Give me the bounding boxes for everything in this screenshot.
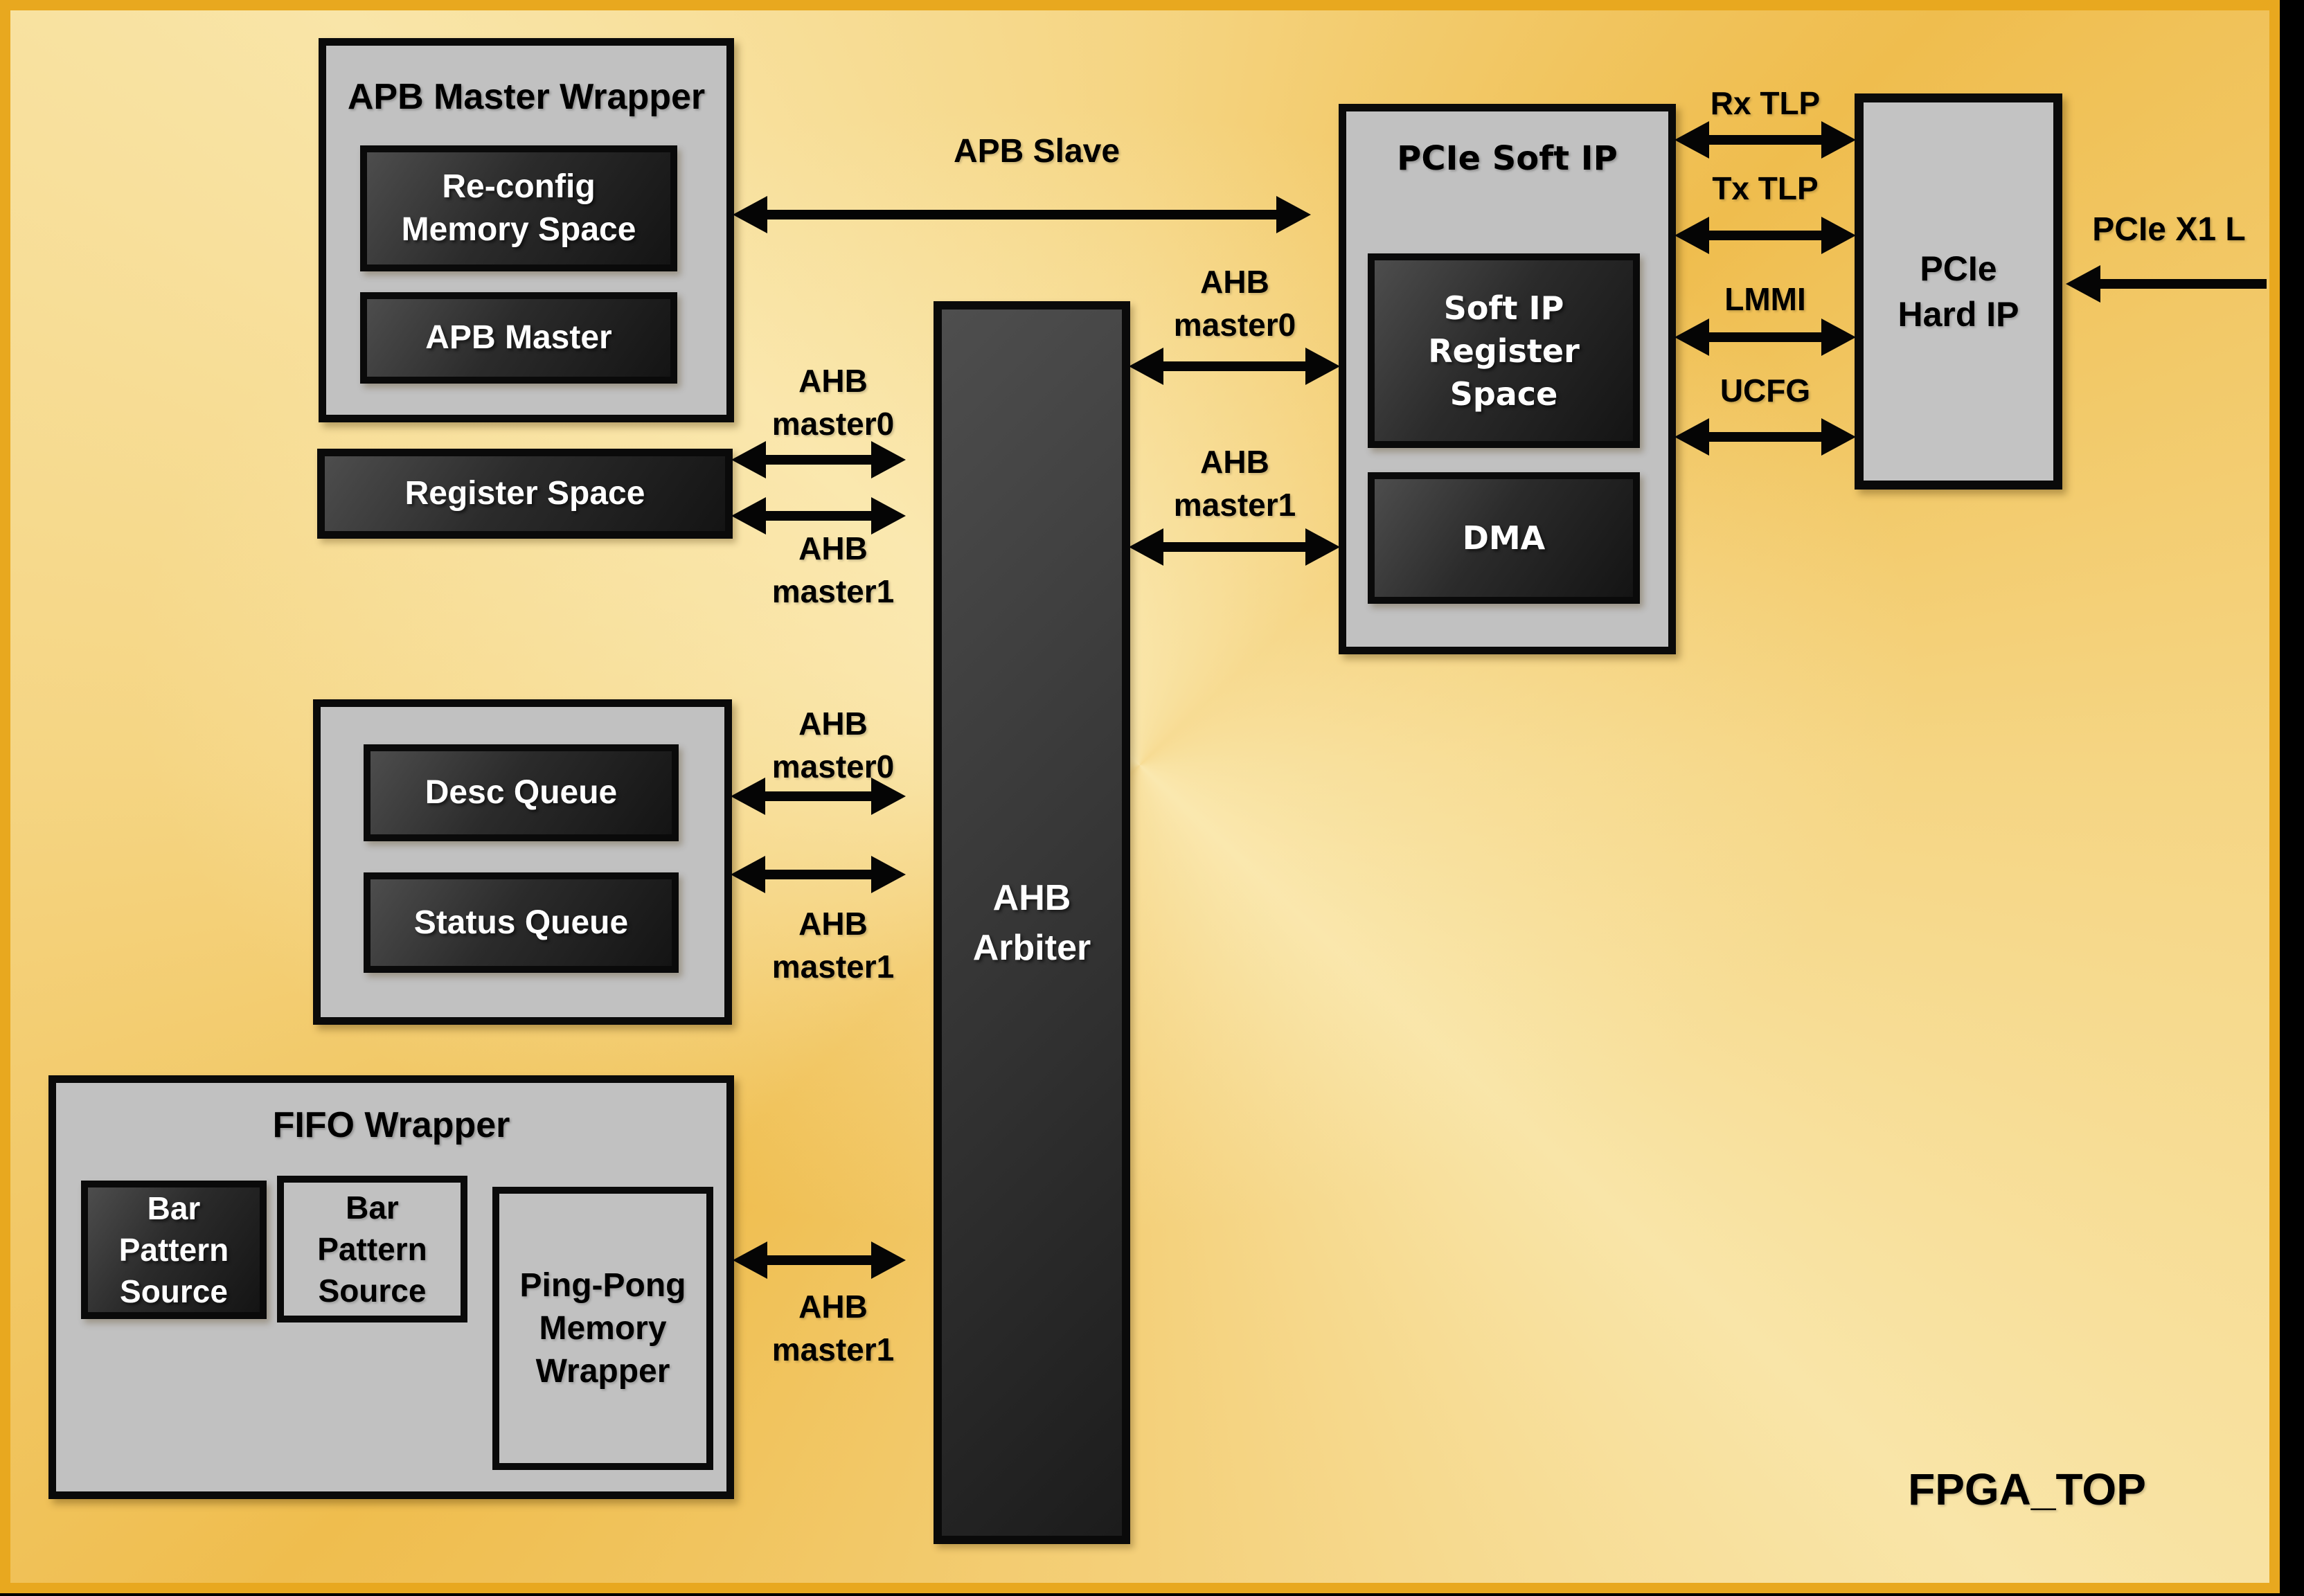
arrowhead-left-icon bbox=[1675, 418, 1709, 456]
fifo-wrapper-title: FIFO Wrapper bbox=[272, 1105, 510, 1145]
arrowhead-left-icon bbox=[731, 856, 765, 893]
arrow-ucfg bbox=[1675, 418, 1856, 456]
label-apb-slave: APB Slave bbox=[953, 133, 1120, 170]
arrow-pcie-x1-link bbox=[2066, 265, 2267, 303]
diagram-title: FPGA_TOP bbox=[1908, 1464, 2146, 1514]
arrowhead-right-icon bbox=[871, 856, 906, 893]
bar-pattern-source-1-box: Bar Pattern Source bbox=[81, 1181, 267, 1319]
arrow-lmmi bbox=[1675, 319, 1856, 356]
arrowhead-right-icon bbox=[871, 1241, 906, 1279]
arrow-register-master0 bbox=[731, 441, 906, 478]
arrowhead-right-icon bbox=[871, 778, 906, 815]
arrowhead-right-icon bbox=[871, 441, 906, 478]
arrow-desc-queue-master0 bbox=[731, 778, 906, 815]
register-space-box: Register Space bbox=[317, 449, 733, 539]
label-tx-tlp: Tx TLP bbox=[1712, 170, 1819, 206]
label-register-ahb-master1: AHB master1 bbox=[771, 530, 895, 609]
arrowhead-left-icon bbox=[1129, 528, 1163, 566]
pcie-soft-ip-title: PCIe Soft IP bbox=[1397, 139, 1618, 178]
desc-queue-box: Desc Queue bbox=[364, 744, 679, 841]
arrowhead-left-icon bbox=[1675, 121, 1709, 159]
arrow-tx-tlp bbox=[1675, 217, 1856, 254]
arrowhead-right-icon bbox=[1821, 418, 1856, 456]
ahb-arbiter-box: AHB Arbiter bbox=[934, 301, 1130, 1544]
arrowhead-left-icon bbox=[731, 441, 766, 478]
arrowhead-left-icon bbox=[2066, 265, 2100, 303]
arrowhead-right-icon bbox=[1821, 319, 1856, 356]
arrow-softip-master1 bbox=[1129, 528, 1340, 566]
arrowhead-right-icon bbox=[1821, 121, 1856, 159]
pcie-soft-ip-box: PCIe Soft IP Soft IP Register Space DMA bbox=[1339, 104, 1676, 654]
label-register-ahb-master0: AHB master0 bbox=[771, 363, 895, 442]
soft-ip-register-space-box: Soft IP Register Space bbox=[1368, 253, 1640, 448]
arrowhead-right-icon bbox=[1821, 217, 1856, 254]
arrowhead-right-icon bbox=[1305, 348, 1340, 385]
label-rx-tlp: Rx TLP bbox=[1710, 85, 1821, 121]
label-softip-ahb-master0: AHB master0 bbox=[1173, 264, 1296, 343]
fifo-wrapper-box: FIFO Wrapper Bar Pattern Source Bar Patt… bbox=[48, 1075, 734, 1499]
arrow-register-master1 bbox=[731, 497, 906, 535]
arrowhead-left-icon bbox=[1675, 217, 1709, 254]
apb-master-wrapper-title: APB Master Wrapper bbox=[347, 77, 706, 117]
arrowhead-left-icon bbox=[731, 778, 765, 815]
label-pcie-x1-link: PCIe X1 L bbox=[2092, 211, 2246, 248]
arrowhead-left-icon bbox=[731, 497, 766, 535]
label-queue-ahb-master1: AHB master1 bbox=[771, 906, 895, 985]
arrow-fifo-master1 bbox=[733, 1241, 906, 1279]
status-queue-box: Status Queue bbox=[364, 872, 679, 973]
dma-box: DMA bbox=[1368, 472, 1640, 604]
label-lmmi: LMMI bbox=[1724, 281, 1806, 317]
bar-pattern-source-2-box: Bar Pattern Source bbox=[277, 1176, 467, 1322]
apb-master-box: APB Master bbox=[360, 292, 677, 384]
arrowhead-left-icon bbox=[1675, 319, 1709, 356]
label-ucfg: UCFG bbox=[1720, 373, 1811, 409]
label-queue-ahb-master0: AHB master0 bbox=[771, 706, 895, 784]
queue-wrapper-box: Desc Queue Status Queue bbox=[313, 699, 732, 1025]
arrowhead-right-icon bbox=[1305, 528, 1340, 566]
label-fifo-ahb-master1: AHB master1 bbox=[771, 1289, 895, 1368]
arrowhead-left-icon bbox=[733, 196, 767, 233]
arrow-rx-tlp bbox=[1675, 121, 1856, 159]
pcie-hard-ip-box: PCIe Hard IP bbox=[1855, 93, 2062, 490]
arrowhead-right-icon bbox=[871, 497, 906, 535]
arrow-status-queue-master1 bbox=[731, 856, 906, 893]
ping-pong-memory-wrapper-box: Ping-Pong Memory Wrapper bbox=[492, 1187, 713, 1470]
arrowhead-right-icon bbox=[1276, 196, 1311, 233]
label-softip-ahb-master1: AHB master1 bbox=[1173, 444, 1296, 523]
reconfig-memory-space-box: Re-config Memory Space bbox=[360, 145, 677, 271]
arrowhead-left-icon bbox=[733, 1241, 767, 1279]
arrow-softip-master0 bbox=[1129, 348, 1340, 385]
arrowhead-left-icon bbox=[1129, 348, 1163, 385]
arrow-apb-slave bbox=[733, 196, 1311, 233]
apb-master-wrapper-box: APB Master Wrapper Re-config Memory Spac… bbox=[319, 38, 734, 422]
